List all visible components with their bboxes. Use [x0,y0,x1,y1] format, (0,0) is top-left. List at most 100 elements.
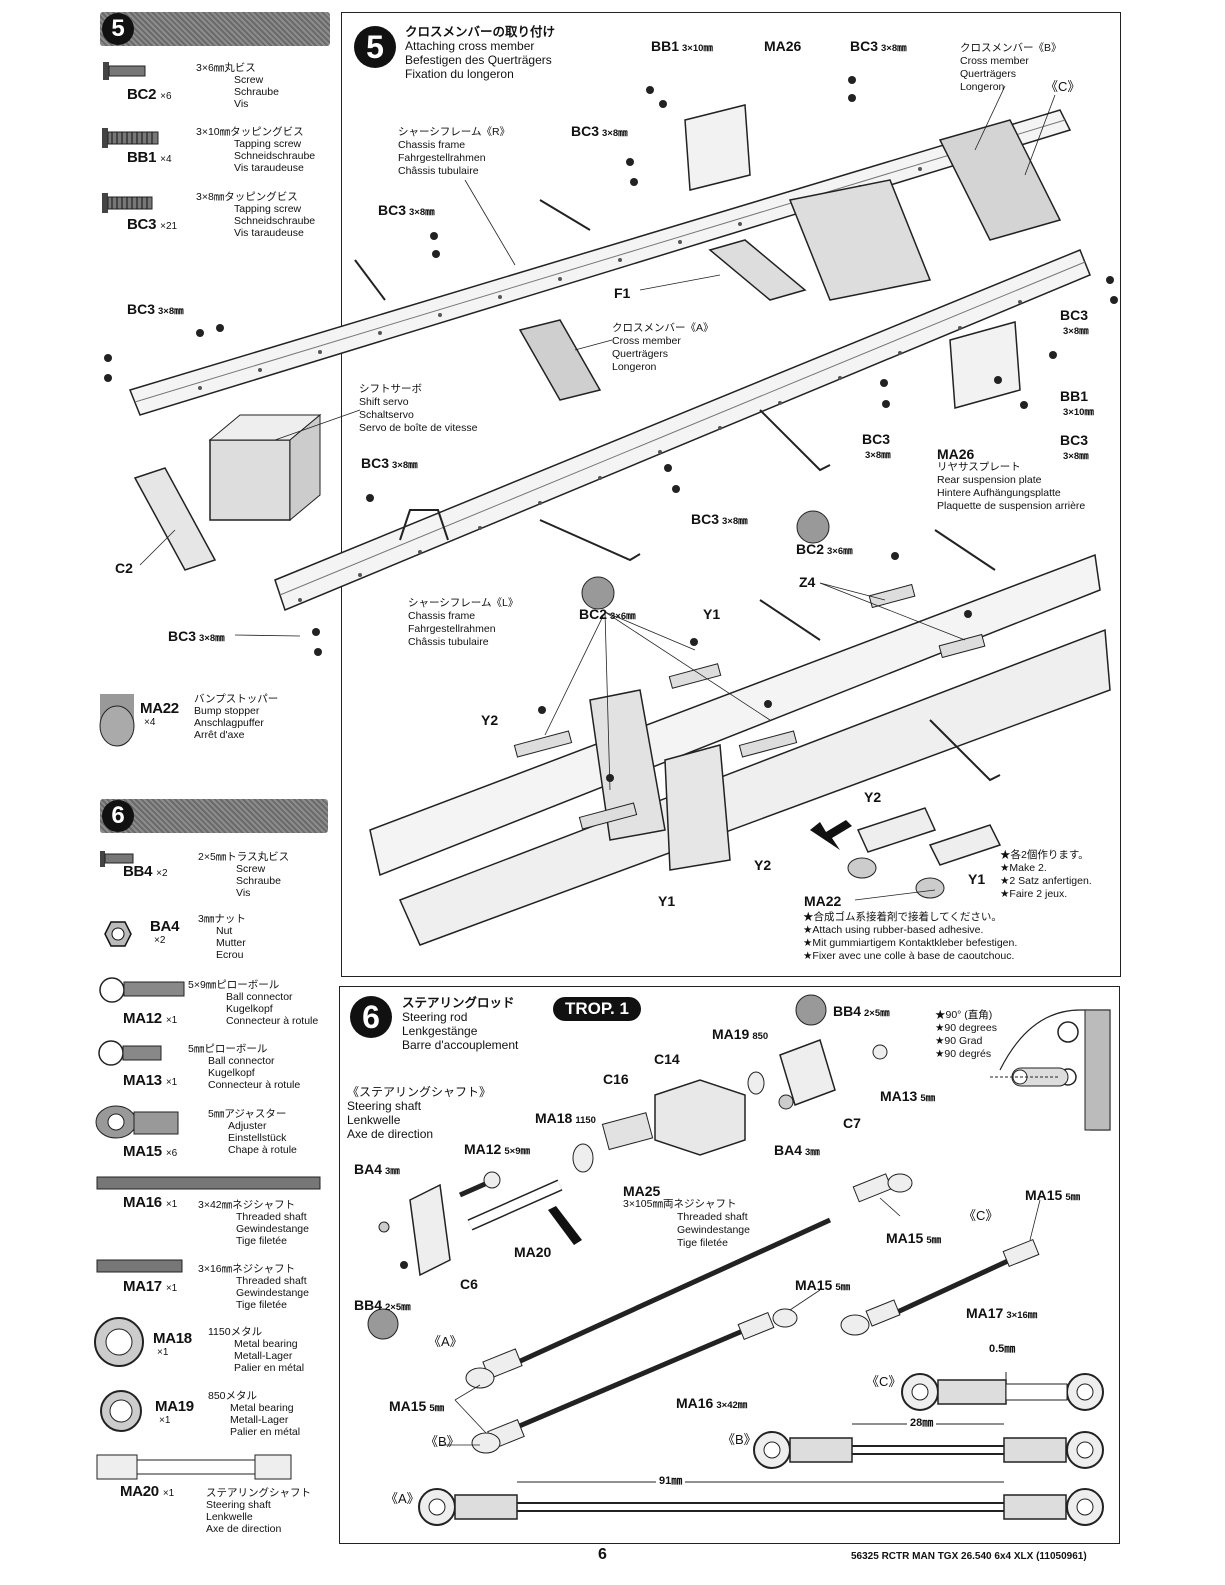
ma20-part-code: MA20×1 [120,1483,175,1500]
label-c-mark: 《C》 [1045,79,1081,94]
ma22-description: バンプストッパー Bump stopper Anschlagpuffer Arr… [194,693,279,741]
trop-badge: TROP. 1 [553,997,641,1021]
ma13-part-code: MA13×1 [123,1072,178,1089]
bb4-part-code: BB4×2 [123,863,168,880]
rod-c-assembled [901,1372,1104,1411]
ba4-part-code: BA4×2 [150,918,180,946]
bc3-part-code: BC3×21 [127,216,178,233]
ma17-part-code: MA17×1 [123,1278,178,1295]
ma22-bump-stopper-icon [99,694,135,747]
step5-header-bar [100,12,330,46]
dim-91mm: 91㎜ [656,1475,686,1488]
bb4-description: 2×5㎜トラス丸ビス Screw Schraube Vis [198,851,290,899]
note-adhesive: ★合成ゴム系接着剤で接着してください。 ★Attach using rubber… [803,911,1018,962]
bc2-description: 3×6㎜丸ビス Screw Schraube Vis [196,62,279,110]
ba4-description: 3㎜ナット Nut Mutter Ecrou [198,913,246,961]
ma17-description: 3×16㎜ネジシャフト Threaded shaft Gewindestange… [198,1263,309,1311]
label-y2-c: Y2 [754,857,772,873]
ma18-description: 1150メタル Metal bearing Metall-Lager Palie… [208,1326,305,1374]
label-ma26-rear-plate: MA26 リヤサスプレート Rear suspension plate Hint… [937,446,1086,512]
label-ma26-top: MA26 [764,38,802,54]
ma12-ball-icon [99,977,185,1003]
label-c14: C14 [654,1051,680,1067]
bb1-screw-icon [102,128,159,148]
ma12-description: 5×9㎜ピローボール Ball connector Kugelkopf Conn… [188,979,319,1027]
step6-panel [339,986,1120,1544]
mark-c-2: 《C》 [866,1374,902,1389]
dim-28mm: 28㎜ [907,1417,937,1430]
label-chassis-frame-l: シャーシフレーム《L》 Chassis frame Fahrgestellrah… [408,597,519,648]
rod-b-assembled [753,1423,1104,1469]
bb1-part-code: BB1×4 [127,149,172,166]
note-make-2: ★各2個作ります。 ★Make 2. ★2 Satz anfertigen. ★… [1000,849,1092,900]
ma12-part-code: MA12×1 [123,1010,178,1027]
page-number: 6 [598,1546,607,1563]
ma19-bearing-icon [100,1390,142,1432]
label-ma22: MA22 [804,893,842,909]
rod-a-assembled [418,1481,1104,1526]
model-footer: 56325 RCTR MAN TGX 26.540 6x4 XLX (11050… [851,1551,1087,1562]
ma15-description: 5㎜アジャスター Adjuster Einstellstück Chape à … [208,1108,297,1156]
ma15-adjuster-icon [95,1105,179,1139]
label-z4: Z4 [799,574,816,590]
step6-panel-number: 6 [350,996,392,1038]
steering-shaft-heading: 《ステアリングシャフト》 Steering shaft Lenkwelle Ax… [347,1085,492,1141]
note-90-degrees: ★90° (直角) ★90 degrees ★90 Grad ★90 degré… [935,1009,997,1060]
mark-a-2: 《A》 [385,1491,420,1506]
label-c6: C6 [460,1276,478,1292]
bc2-part-code: BC2×6 [127,86,172,103]
step6-number-badge: 6 [102,800,134,832]
ma22-part-code: MA22×4 [140,700,179,728]
bb1-description: 3×10㎜タッピングビス Tapping screw Schneidschrau… [196,126,316,174]
step5-number-badge: 5 [102,13,134,45]
mark-b-2: 《B》 [722,1432,757,1447]
ma16-shaft-icon [96,1176,321,1190]
label-shift-servo: シフトサーボ Shift servo Schaltservo Servo de … [359,383,478,434]
ma20-description: ステアリングシャフト Steering shaft Lenkwelle Axe … [206,1487,311,1535]
label-cross-member-b: クロスメンバー《B》 Cross member Querträgers Long… [960,42,1062,93]
label-y1-b: Y1 [968,871,986,887]
ma18-part-code: MA18×1 [153,1330,192,1358]
label-y1-c: Y1 [658,893,676,909]
mark-b-1: 《B》 [425,1434,460,1449]
dim-0-5mm: 0.5㎜ [989,1343,1016,1355]
mark-a-1: 《A》 [428,1334,463,1349]
step6-header-bar [100,799,328,833]
step5-panel-number: 5 [354,26,396,68]
ma19-part-code: MA19×1 [155,1398,194,1426]
label-c16: C16 [603,1071,629,1087]
label-c2: C2 [115,560,133,576]
bc3-screw-icon [102,193,153,213]
label-c7: C7 [843,1115,861,1131]
label-ma20-rod: MA20 [514,1244,552,1260]
ma20-steering-shaft-icon [96,1454,292,1480]
bc2-screw-icon [103,62,146,80]
